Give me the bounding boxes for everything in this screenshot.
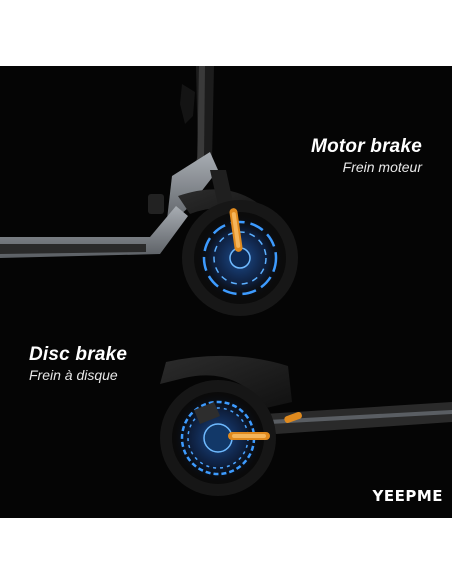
brake-lever [180, 84, 195, 124]
rear-reflector-deck [284, 411, 302, 423]
front-scooter [0, 66, 298, 316]
motor-ring [202, 220, 278, 296]
motor-brake-title: Motor brake [311, 136, 422, 157]
scooter-illustration [0, 66, 452, 496]
rear-fender [160, 355, 292, 408]
motor-brake-label: Motor brake Frein moteur [311, 136, 422, 176]
rear-scooter [160, 355, 452, 496]
product-image-panel: Motor brake Frein moteur Disc brake Frei… [0, 66, 452, 518]
disc-brake-label: Disc brake Frein à disque [29, 344, 127, 384]
disc-brake-title: Disc brake [29, 344, 128, 365]
brake-caliper [194, 402, 220, 424]
fold-latch [148, 194, 164, 214]
disc-brake-subtitle: Frein à disque [29, 367, 118, 383]
brand-logo: YEEPME [372, 487, 443, 505]
motor-brake-subtitle: Frein moteur [342, 159, 422, 175]
